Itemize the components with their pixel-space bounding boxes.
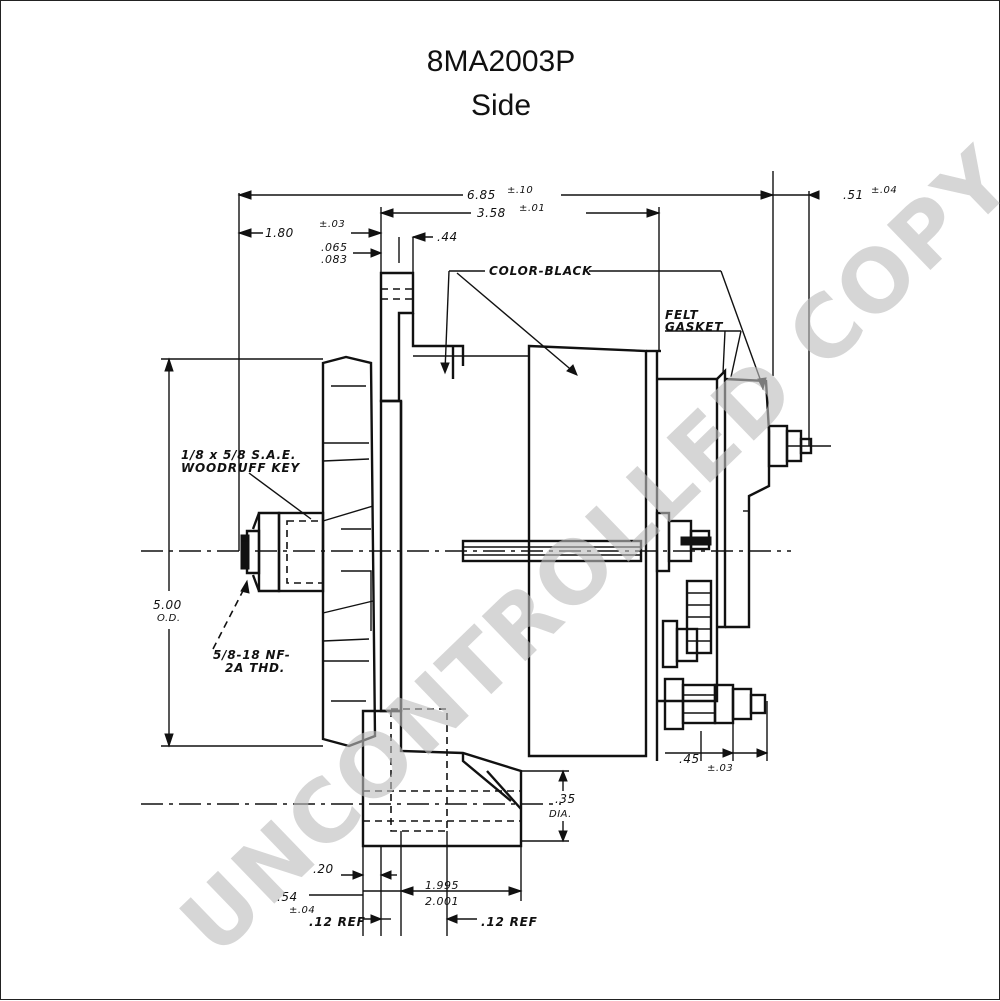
overall-length-value: 6.85 — [467, 188, 496, 202]
right-ref-dimension: .12 REF — [481, 915, 538, 929]
dimension-hole-diameter — [521, 769, 569, 843]
terminal-offset-tolerance: ±.04 — [871, 185, 897, 196]
thread-size: 5/8-18 NF- — [213, 648, 291, 662]
drawing-view-name: Side — [470, 89, 532, 122]
base-offset-value: .54 — [277, 890, 298, 904]
woodruff-key-name: WOODRUFF KEY — [181, 461, 300, 475]
shaft-nut-assembly — [240, 511, 325, 593]
thread-leader-arrow — [240, 579, 250, 594]
body-length-value: 3.58 — [477, 206, 506, 220]
gasket-leader — [665, 330, 742, 378]
regulator-fins — [685, 579, 713, 655]
spacing-upper-value: 1.995 — [425, 879, 459, 892]
mounting-foot — [361, 708, 523, 848]
woodruff-key-size: 1/8 x 5/8 S.A.E. — [181, 448, 296, 462]
overall-length-tolerance: ±.10 — [507, 185, 533, 196]
dimension-gap — [353, 232, 433, 273]
bottom-dimension-lines — [309, 831, 523, 936]
terminal-offset-value: .51 — [843, 188, 864, 202]
dimension-hub-length — [237, 228, 383, 238]
color-note: COLOR-BLACK — [489, 264, 593, 278]
color-leader-lines — [440, 270, 767, 391]
flange-width-value: .44 — [437, 230, 458, 244]
gasket-note: GASKET — [665, 320, 723, 334]
dimension-terminal-offset — [773, 190, 831, 447]
dimension-outer-diameter — [161, 357, 323, 748]
outer-diameter-unit: O.D. — [157, 613, 181, 624]
thread-class: 2A THD. — [225, 661, 285, 675]
outer-diameter-value: 5.00 — [153, 598, 182, 612]
rear-end-cover — [657, 368, 771, 703]
hub-length-tolerance: ±.03 — [319, 219, 345, 230]
dimension-overall-length — [237, 171, 775, 551]
dimension-stud-offset — [665, 701, 769, 761]
felt-note: FELT — [665, 308, 698, 322]
stud-offset-value: .45 — [679, 752, 700, 766]
dimension-body-length — [379, 207, 661, 351]
slot-width-value: .20 — [313, 862, 334, 876]
left-ref-dimension: .12 REF — [309, 915, 366, 929]
gap-lower-value: .083 — [321, 253, 348, 266]
rotor-shaft — [461, 539, 643, 563]
base-offset-tolerance: ±.04 — [289, 905, 315, 916]
hub-length-value: 1.80 — [265, 226, 294, 240]
drawing-title: 8MA2003P — [426, 45, 576, 78]
uncontrolled-copy-watermark: UNCONTROLLED COPY — [162, 129, 1000, 974]
hole-diameter-unit: DIA. — [549, 809, 572, 820]
hole-diameter-value: .35 — [555, 792, 576, 806]
gap-upper-value: .065 — [321, 241, 348, 254]
body-length-tolerance: ±.01 — [519, 203, 545, 214]
spacing-lower-value: 2.001 — [425, 895, 459, 908]
pulley-fan — [321, 355, 377, 748]
key-leader-line — [248, 472, 312, 520]
thread-leader-line — [212, 582, 248, 650]
stud-offset-tolerance: ±.03 — [707, 763, 733, 774]
